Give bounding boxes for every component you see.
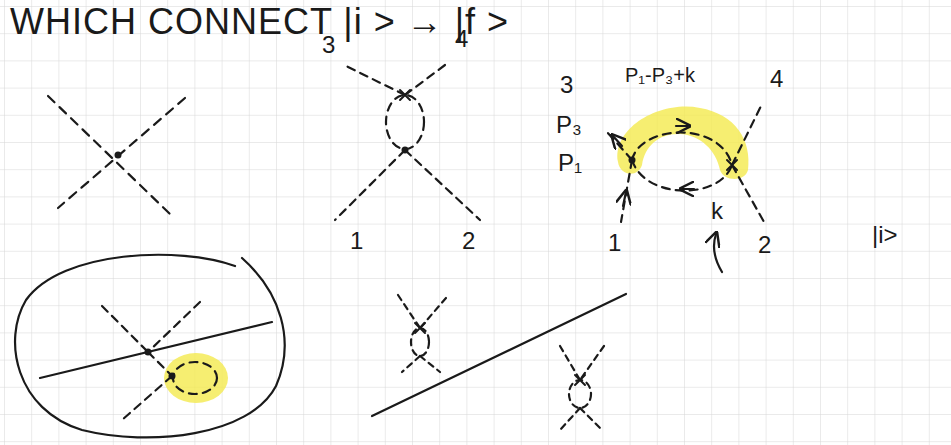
loop-diagram [607, 104, 764, 222]
diagram-label: P₁ [558, 150, 582, 176]
highlight-blob [164, 353, 228, 403]
propagator-line [560, 346, 580, 380]
loop-line [632, 160, 732, 191]
vertex-cross [575, 375, 585, 385]
propagator-line [148, 302, 200, 352]
loop-line [632, 133, 732, 166]
diagram-label: P₁-P₃+k [625, 64, 695, 86]
diagram-label: 1 [350, 228, 363, 254]
propagator-line [58, 98, 185, 208]
propagator-line [335, 150, 405, 220]
highlight [164, 107, 749, 403]
dashed-lines [15, 62, 764, 437]
momentum-arrow [623, 192, 626, 206]
vertex-cross [727, 160, 737, 170]
diagram-label: 4 [455, 26, 468, 52]
highlight-band [617, 107, 748, 179]
propagator-line [48, 96, 170, 214]
vertex-dot [402, 147, 409, 154]
vertex-diagram [48, 96, 185, 214]
vertex-cross [400, 90, 410, 100]
propagator-line [405, 150, 480, 220]
momentum-arrow [613, 136, 622, 146]
loop-line [569, 380, 591, 408]
propagator-line [398, 295, 420, 328]
loop-diagram [335, 62, 480, 220]
vertex-sketch [398, 295, 604, 430]
propagator-line [402, 356, 420, 372]
diagram-label: P₃ [556, 112, 582, 138]
propagator-line [621, 160, 632, 222]
propagator-line [420, 356, 440, 372]
propagator-line [607, 132, 632, 160]
diagram-label: 1 [608, 230, 621, 256]
propagator-line [732, 165, 764, 222]
diagram-label: 2 [758, 232, 771, 258]
diagram-label: k [711, 198, 723, 224]
momentum-arrow [682, 188, 694, 190]
diagram-label: 2 [462, 228, 475, 254]
loop-line [173, 362, 217, 394]
vertex-dot [629, 157, 636, 164]
propagator-line [346, 66, 405, 95]
pointer-arrow [714, 234, 722, 272]
vertex-cross [415, 323, 425, 333]
propagator-line [732, 104, 762, 165]
diagram-label: 3 [560, 72, 573, 98]
vertex-dot [145, 349, 152, 356]
diagram-label: 3 [322, 32, 335, 58]
diagram-label: 4 [770, 66, 783, 92]
vertex-dot [115, 152, 122, 159]
vertex-sketch [102, 302, 217, 420]
loop-line [386, 95, 424, 149]
solid-line [372, 294, 626, 416]
circled-outline [15, 255, 285, 438]
heading-text: WHICH CONNECT |i > → |f > [10, 2, 509, 42]
propagator-line [580, 346, 604, 380]
propagator-line [580, 408, 602, 430]
propagator-line [122, 376, 172, 420]
propagator-line [560, 408, 580, 430]
propagator-line [405, 62, 449, 95]
loop-line [411, 328, 429, 356]
propagator-line [102, 306, 148, 352]
solid-line [40, 322, 272, 378]
propagator-line [148, 352, 172, 376]
momentum-arrow [676, 125, 688, 127]
diagram-label: |i> [872, 222, 898, 248]
vertex-dot [169, 373, 176, 380]
